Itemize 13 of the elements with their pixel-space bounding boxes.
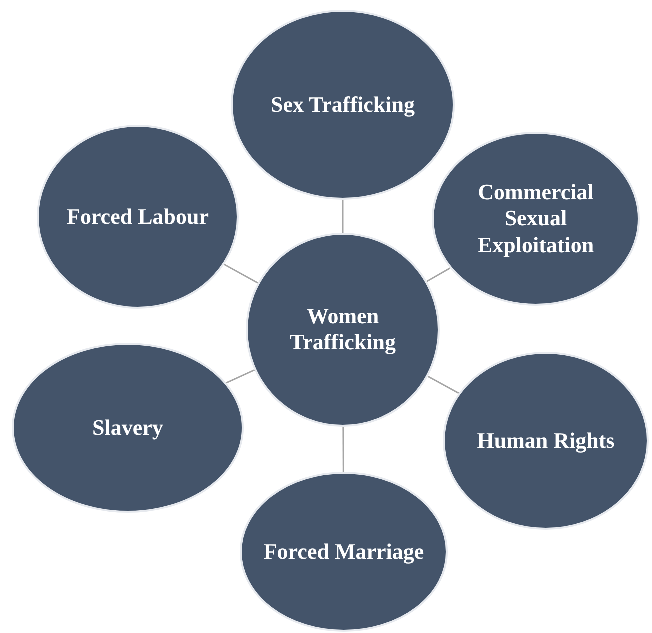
connector-line (426, 268, 451, 282)
connector-line (342, 200, 344, 233)
node-label: Women Trafficking (289, 304, 397, 356)
node-label: Slavery (92, 414, 164, 442)
node-label: Commercial Sexual Exploitation (476, 179, 596, 259)
connector-line (224, 264, 258, 284)
node-label: Forced Labour (66, 204, 210, 230)
node-label: Sex Trafficking (270, 92, 416, 118)
node-label: Human Rights (476, 428, 616, 454)
connector-line (226, 370, 256, 384)
node-label: Forced Marriage (262, 538, 426, 566)
connector-line (428, 376, 460, 394)
connector-line (342, 427, 344, 472)
